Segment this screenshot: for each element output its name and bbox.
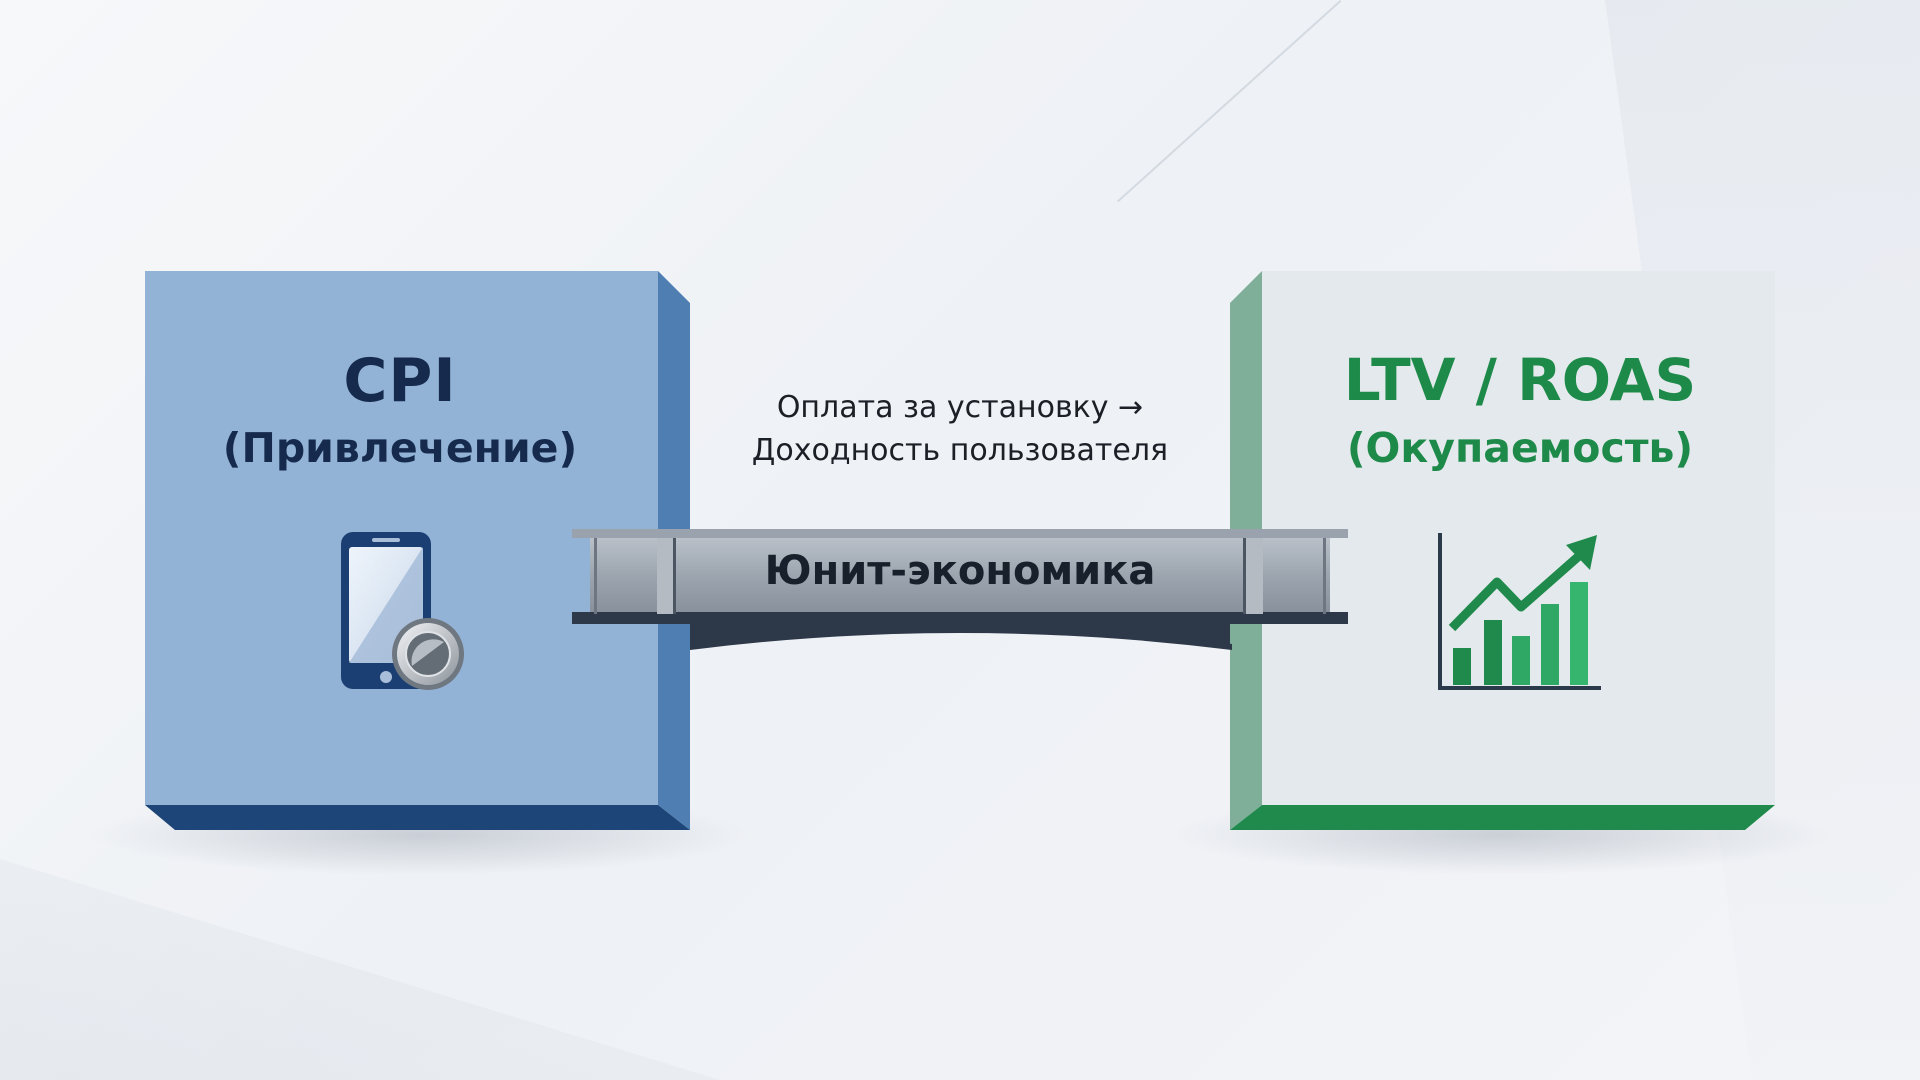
bridge-arch-lower [690, 625, 1232, 650]
ltv-block-bottom [1230, 805, 1775, 830]
connector-caption-line-2: Доходность пользователя [751, 433, 1169, 468]
connector-caption: Оплата за установку → Доходность пользов… [700, 386, 1220, 472]
smartphone-coin-icon [341, 532, 464, 690]
growth-chart-icon [1438, 533, 1601, 690]
bridge-arch [690, 620, 1232, 646]
cpi-subtitle: (Привлечение) [222, 424, 578, 472]
ltv-roas-title: LTV / ROAS [1343, 346, 1697, 414]
ltv-roas-subtitle: (Окупаемость) [1346, 424, 1694, 472]
bridge-top-flange [572, 529, 1348, 538]
bridge-web [590, 538, 1330, 614]
bridge-bottom-flange [572, 612, 1348, 624]
cpi-block-bottom [145, 805, 690, 830]
cpi-title: CPI [343, 346, 457, 416]
connector-caption-line-1: Оплата за установку → [776, 390, 1144, 425]
bridge-label: Юнит-экономика [764, 548, 1156, 594]
unit-economics-bridge [572, 529, 1348, 650]
